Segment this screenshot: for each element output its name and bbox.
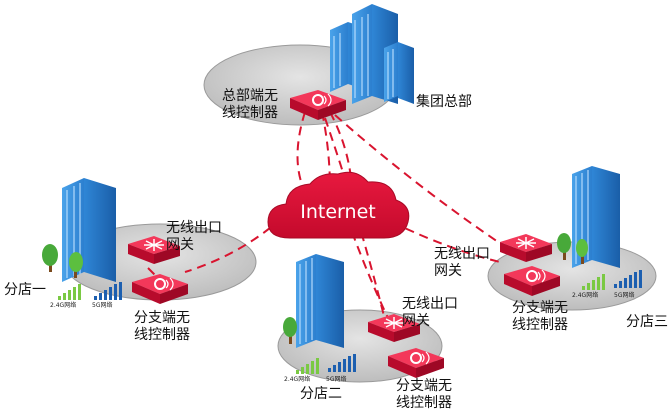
branch1-gateway-label: 无线出口 网关 — [166, 220, 222, 253]
link-hq-internet-b — [321, 111, 331, 191]
signal-bars-icon — [614, 270, 642, 288]
branch2-building — [283, 254, 344, 348]
branch1-building — [42, 178, 116, 282]
branch2-net24-label: 2.4G网络 — [284, 376, 311, 383]
tree-icon — [69, 252, 83, 278]
router-icon — [368, 314, 420, 342]
branch2-gateway-label: 无线出口 网关 — [402, 296, 458, 329]
hq-controller-label: 总部端无 线控制器 — [222, 88, 278, 121]
branch1-controller-label: 分支端无 线控制器 — [134, 310, 190, 343]
router-icon — [500, 234, 552, 262]
signal-bars-icon — [296, 358, 319, 374]
wireless-controller-icon — [388, 348, 444, 378]
wireless-controller-icon — [132, 274, 188, 304]
building-icon — [572, 166, 620, 268]
branch2-net5-label: 5G网络 — [326, 376, 347, 383]
wireless-controller-icon — [504, 266, 560, 296]
link-internet-branch2 — [351, 231, 389, 319]
signal-bars-icon — [94, 282, 122, 300]
link-hq-internet-c — [329, 111, 353, 191]
branch3-site-label: 分店三 — [626, 314, 668, 330]
link-branch1-internal — [147, 267, 161, 281]
tree-icon — [557, 233, 571, 260]
branch2-controller-label: 分支端无 线控制器 — [396, 378, 452, 411]
router-icon — [128, 236, 180, 264]
hq-building-cluster — [330, 4, 414, 104]
cloud-icon: Internet — [267, 171, 410, 239]
branch2-site-label: 分店二 — [300, 386, 342, 402]
hq-site-label: 集团总部 — [416, 94, 472, 110]
internet-label: Internet — [300, 201, 375, 223]
link-hq-branch3 — [334, 114, 511, 251]
tree-icon — [576, 239, 588, 264]
branch3-net24-label: 2.4G网络 — [572, 292, 599, 299]
branch1-site-label: 分店一 — [4, 282, 46, 298]
branch3-building — [557, 166, 620, 268]
link-internet-branch3 — [391, 221, 501, 263]
signal-bars-icon — [58, 284, 81, 300]
signal-bars-icon — [582, 274, 605, 290]
branch3-net5-label: 5G网络 — [614, 292, 635, 299]
signal-bars-icon — [328, 354, 356, 372]
tree-icon — [42, 244, 58, 272]
branch1-net24-label: 2.4G网络 — [50, 302, 77, 309]
building-icon — [296, 254, 344, 348]
branch3-controller-label: 分支端无 线控制器 — [512, 300, 568, 333]
branch1-net5-label: 5G网络 — [92, 302, 113, 309]
building-icon — [62, 178, 116, 282]
wireless-controller-icon — [290, 90, 346, 120]
tree-icon — [283, 317, 297, 344]
branch3-gateway-label: 无线出口 网关 — [434, 246, 490, 279]
